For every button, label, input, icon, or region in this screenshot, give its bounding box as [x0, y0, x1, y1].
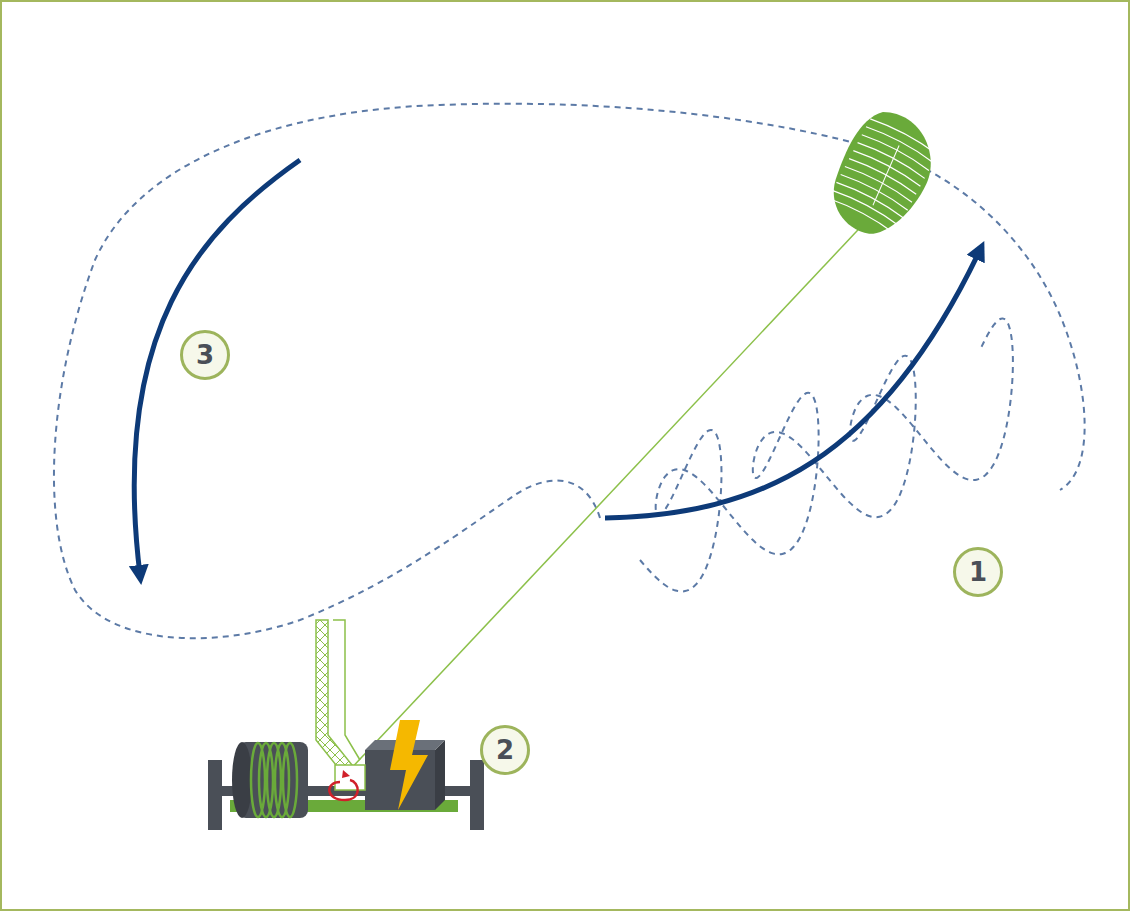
kite [816, 101, 949, 249]
callout-circle: 3 [180, 330, 230, 380]
callout-circle: 2 [480, 725, 530, 775]
callout-number: 1 [969, 559, 987, 585]
phase-arrow [605, 250, 980, 518]
flight-path [54, 104, 1085, 639]
tether [345, 198, 888, 775]
phase-arrow [134, 160, 300, 575]
ground-station [208, 620, 484, 830]
callout-number: 2 [496, 737, 514, 763]
callout-circle: 1 [953, 547, 1003, 597]
callout-number: 3 [196, 342, 214, 368]
